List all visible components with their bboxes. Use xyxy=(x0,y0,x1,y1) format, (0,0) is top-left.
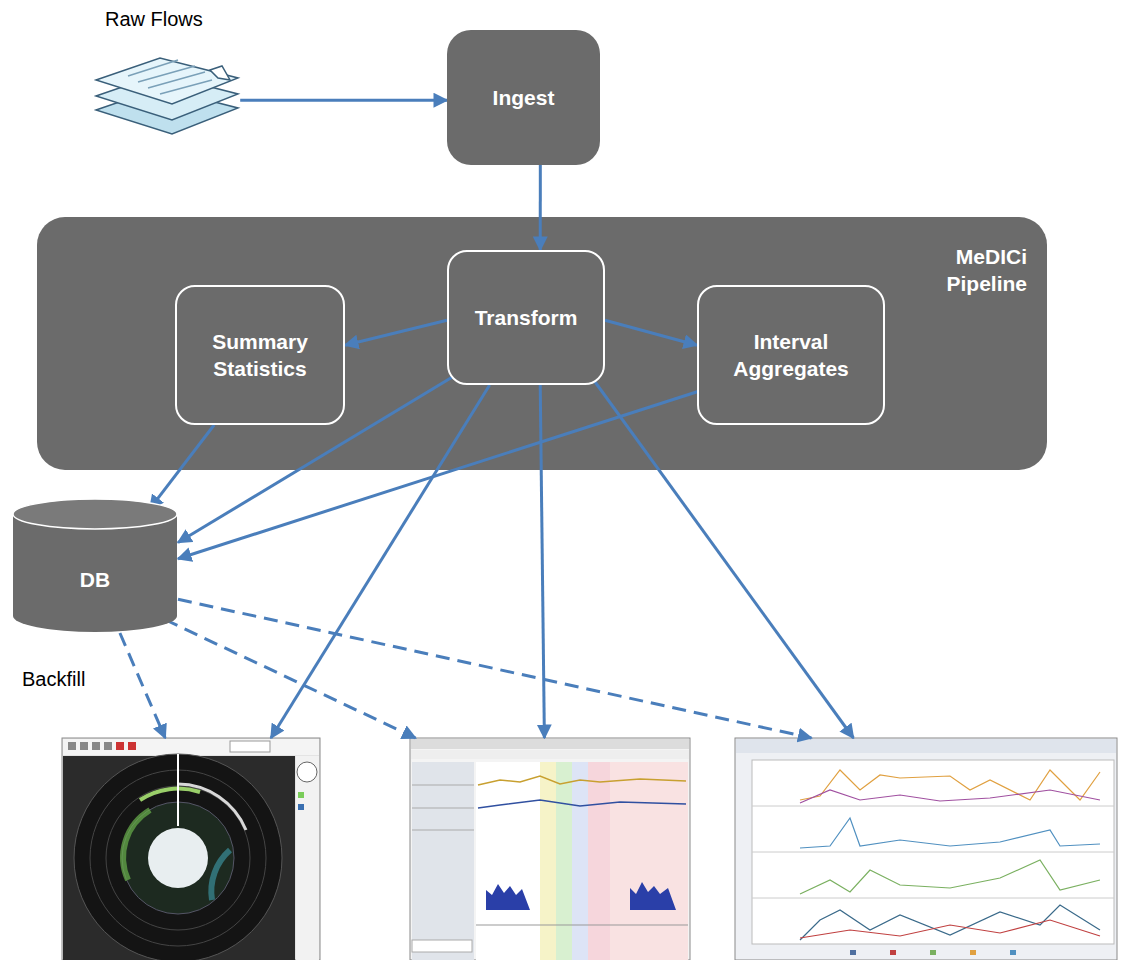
flow-arrow xyxy=(345,320,447,345)
data-source: Raw Flows xyxy=(95,8,260,138)
dashed-arrow xyxy=(178,599,811,738)
dashed-arrow xyxy=(165,620,416,739)
process-box: Interval Aggregates xyxy=(697,285,885,425)
node-label: Interval Aggregates xyxy=(707,328,875,382)
linechart-screenshot xyxy=(735,738,1117,960)
cylinder-shape xyxy=(12,498,178,633)
source-label: Raw Flows xyxy=(105,8,203,31)
flow-arrow xyxy=(540,385,544,738)
process-box: Ingest xyxy=(447,30,600,165)
process-box: Transform xyxy=(447,250,605,385)
process-box: Summary Statistics xyxy=(175,285,345,425)
screenshot-view xyxy=(410,738,690,960)
document-stack-icon xyxy=(96,58,238,134)
edge-label: Backfill xyxy=(20,668,87,691)
pipeline-band: MeDICi PipelineSummary Statistics Transfo… xyxy=(37,217,1047,470)
group-title: MeDICi Pipeline xyxy=(915,243,1027,297)
screenshot-view xyxy=(735,738,1117,960)
node-label: Summary Statistics xyxy=(185,328,335,382)
flow-arrow xyxy=(150,425,214,509)
radial-screenshot xyxy=(62,738,320,960)
node-label: DB xyxy=(80,566,110,593)
dashed-arrow xyxy=(120,633,165,738)
timeline-screenshot xyxy=(410,738,690,960)
screenshot-view xyxy=(62,738,320,960)
flow-arrow xyxy=(605,320,697,345)
node-label: Transform xyxy=(475,304,578,331)
flow-arrow xyxy=(240,99,447,102)
node-label: Ingest xyxy=(493,84,555,111)
flow-arrow xyxy=(539,165,542,250)
database-cylinder: DB xyxy=(12,498,178,633)
flow-arrow xyxy=(271,385,490,738)
flow-arrow xyxy=(592,378,853,738)
